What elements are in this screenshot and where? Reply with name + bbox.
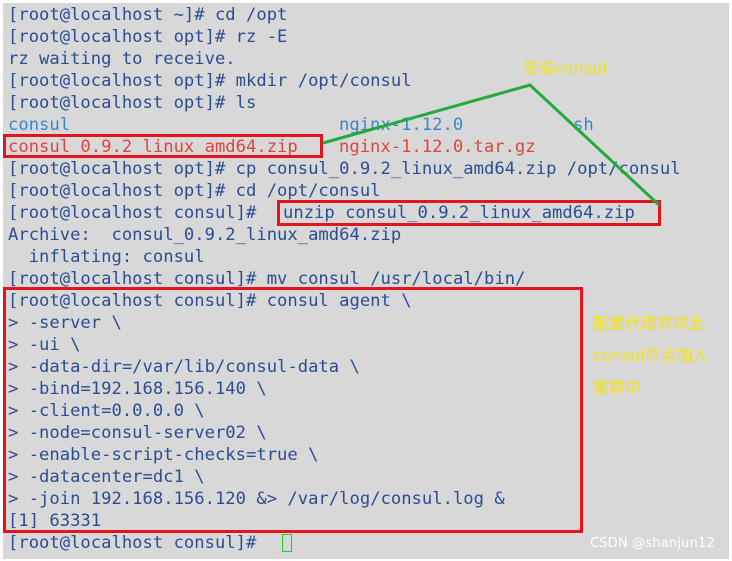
terminal-line: [root@localhost opt]# ls [8, 93, 257, 113]
terminal-line: [1] 63331 [8, 511, 102, 531]
highlight-box-agent [3, 287, 583, 533]
terminal-line: > -join 192.168.156.120 &> /var/log/cons… [8, 489, 505, 509]
ls-entry-consul-zip: consul_0.9.2_linux_amd64.zip [8, 137, 298, 157]
terminal-line: [root@localhost opt]# cp consul_0.9.2_li… [8, 159, 681, 179]
watermark: CSDN @shanjun12 [589, 536, 715, 551]
terminal-line-prompt: [root@localhost consul]# [8, 533, 267, 553]
highlight-box-consul-zip [3, 134, 323, 158]
terminal-line: rz waiting to receive. [8, 49, 236, 69]
agent-note-line1: 配置代理并将此 [593, 314, 706, 333]
install-note: 安装consul [523, 59, 607, 78]
terminal-line: > -bind=192.168.156.140 \ [8, 379, 267, 399]
terminal-line: > -node=consul-server02 \ [8, 423, 267, 443]
terminal-line: > -data-dir=/var/lib/consul-data \ [8, 357, 360, 377]
terminal-line: inflating: consul [8, 247, 205, 267]
terminal-line: Archive: consul_0.9.2_linux_amd64.zip [8, 225, 402, 245]
terminal-line: [root@localhost consul]# consul agent \ [8, 291, 412, 311]
terminal-line: > -client=0.0.0.0 \ [8, 401, 205, 421]
terminal-line: [root@localhost consul]# mv consul /usr/… [8, 269, 526, 289]
ls-entry-consul: consul [8, 115, 71, 135]
terminal-line: [root@localhost opt]# mkdir /opt/consul [8, 71, 412, 91]
terminal-line: [root@localhost opt]# rz -E [8, 27, 288, 47]
highlight-box-unzip [277, 200, 661, 226]
terminal-line: > -ui \ [8, 335, 81, 355]
terminal-line: > -enable-script-checks=true \ [8, 445, 319, 465]
unzip-command: unzip consul_0.9.2_linux_amd64.zip [283, 203, 635, 223]
annotation-arrow [322, 83, 661, 207]
terminal-line: > -server \ [8, 313, 122, 333]
ls-entry-nginx-tar: nginx-1.12.0.tar.gz [339, 137, 536, 157]
agent-note-line3: 集群中 [593, 378, 642, 397]
terminal-line: [root@localhost ~]# cd /opt [8, 5, 288, 25]
terminal-line: > -datacenter=dc1 \ [8, 467, 205, 487]
terminal-line-prompt: [root@localhost consul]# [8, 203, 267, 223]
terminal-line: [root@localhost opt]# cd /opt/consul [8, 181, 381, 201]
terminal-window[interactable]: [root@localhost ~]# cd /opt [root@localh… [3, 3, 729, 559]
terminal-cursor [282, 534, 292, 552]
agent-note-line2: consul节点加入 [593, 346, 709, 365]
